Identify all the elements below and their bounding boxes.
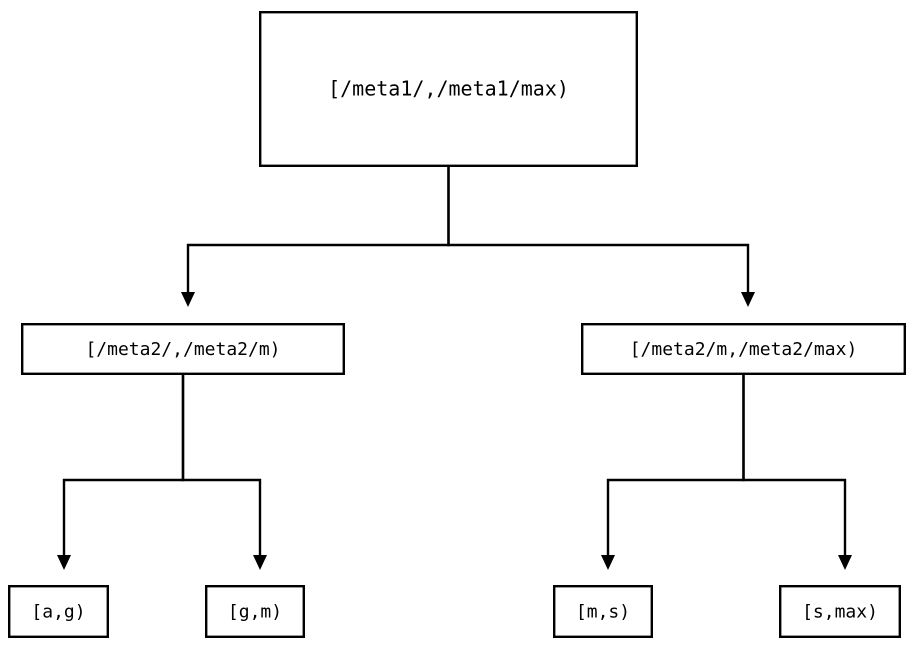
- tree-node-label: [/meta2/m,/meta2/max): [630, 339, 858, 360]
- edge-arrowhead-icon: [253, 555, 267, 570]
- edge-arrowhead-icon: [838, 555, 852, 570]
- tree-edge: [742, 375, 852, 570]
- tree-node-box[interactable]: [581, 323, 907, 376]
- nodes-layer: [/meta1/,/meta1/max) [/meta2/,/meta2/m) [/…: [7, 10, 907, 639]
- tree-node[interactable]: [g,m): [204, 585, 305, 639]
- tree-node-label: [s,max): [802, 602, 878, 623]
- edge-arrowhead-icon: [181, 292, 195, 307]
- tree-node-box[interactable]: [7, 585, 109, 639]
- tree-node[interactable]: [s,max): [779, 585, 902, 639]
- tree-edge: [181, 167, 450, 307]
- tree-node-box[interactable]: [204, 585, 305, 639]
- tree-node[interactable]: [a,g): [7, 585, 109, 639]
- tree-node[interactable]: [/meta2/,/meta2/m): [21, 323, 346, 376]
- tree-node-box[interactable]: [779, 585, 902, 639]
- tree-node[interactable]: [m,s): [553, 585, 654, 639]
- tree-node-label: [/meta1/,/meta1/max): [328, 77, 569, 101]
- tree-node-label: [m,s): [576, 602, 630, 623]
- tree-node-label: [a,g): [31, 602, 85, 623]
- tree-node-box[interactable]: [21, 323, 346, 376]
- tree-node-label: [/meta2/,/meta2/m): [85, 339, 280, 360]
- tree-edge: [181, 375, 267, 570]
- edges-layer: [57, 167, 852, 570]
- tree-node-box[interactable]: [553, 585, 654, 639]
- tree-node[interactable]: [/meta2/m,/meta2/max): [581, 323, 907, 376]
- tree-edge: [601, 375, 745, 570]
- tree-node-box[interactable]: [259, 10, 639, 168]
- edge-arrowhead-icon: [601, 555, 615, 570]
- tree-node[interactable]: [/meta1/,/meta1/max): [259, 10, 639, 168]
- tree-edge: [57, 375, 185, 570]
- edge-arrowhead-icon: [741, 292, 755, 307]
- tree-node-label: [g,m): [228, 602, 282, 623]
- edge-arrowhead-icon: [57, 555, 71, 570]
- tree-edge: [447, 167, 755, 307]
